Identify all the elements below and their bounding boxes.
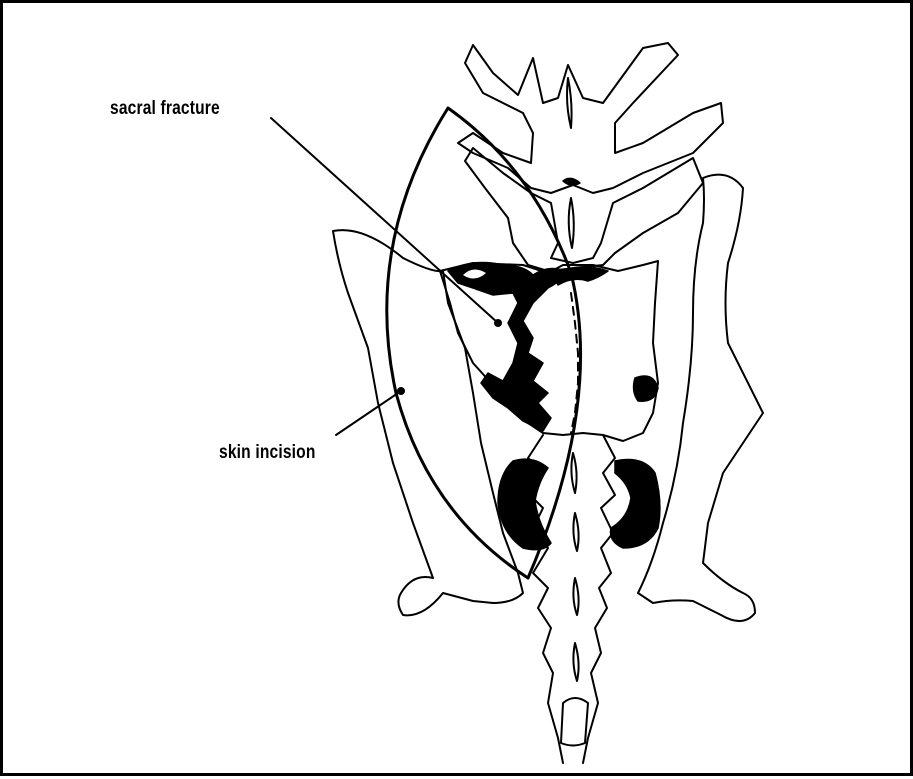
skin-incision-leader <box>336 387 405 435</box>
caudal-vertebrae <box>528 435 615 763</box>
left-obturator-foramen <box>498 459 551 550</box>
skin-incision-curve <box>387 108 581 578</box>
right-ilium <box>638 175 763 621</box>
sacrum <box>440 261 658 441</box>
right-obturator-foramen <box>611 460 660 549</box>
lumbar-vertebra <box>458 43 723 193</box>
lumbosacral-vertebra <box>465 148 703 271</box>
sacral-fracture-label: sacral fracture <box>110 98 220 120</box>
skin-incision-label: skin incision <box>219 442 316 464</box>
